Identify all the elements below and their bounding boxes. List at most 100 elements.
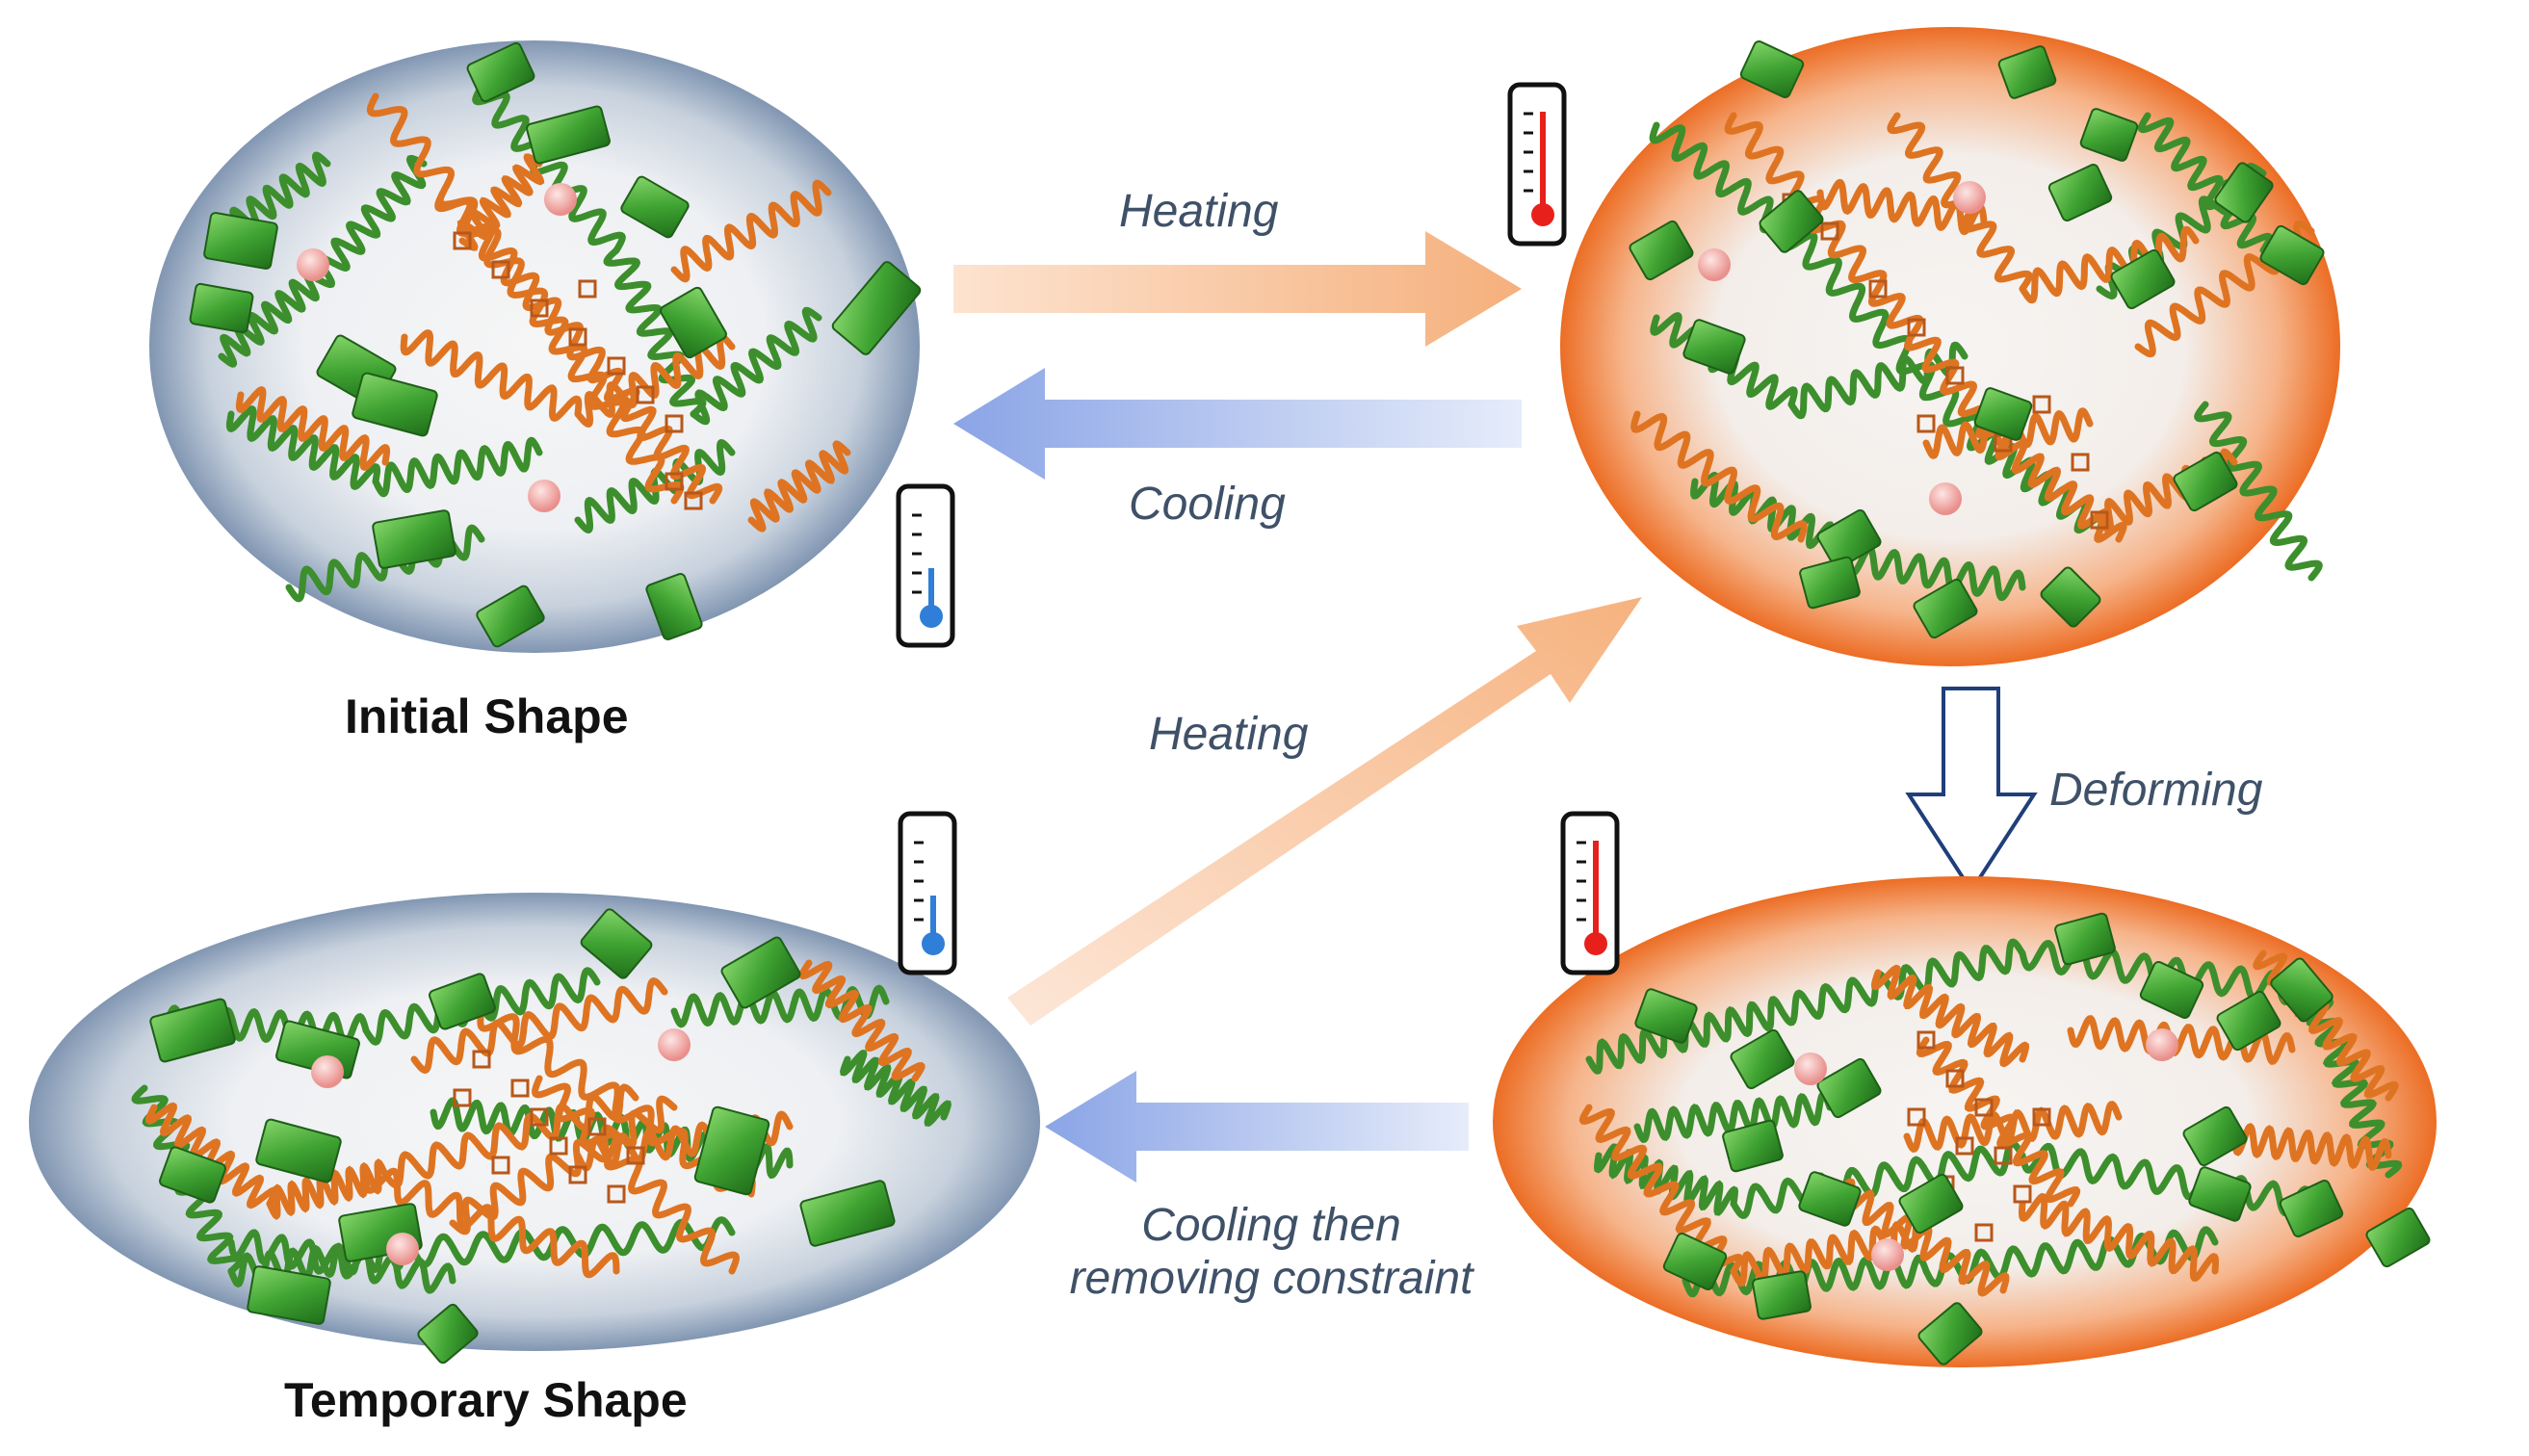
crystal-block [2214, 162, 2274, 223]
soft-segment [2297, 988, 2403, 1179]
hard-segment [587, 362, 723, 505]
crosslink-node [684, 491, 703, 510]
crosslink-node [510, 1079, 530, 1098]
crosslink-node [1907, 1107, 1926, 1127]
crystal-block [352, 372, 438, 437]
crosslink-node [607, 1184, 626, 1204]
crosslink-node [530, 299, 549, 318]
temporary-shape-caption: Temporary Shape [284, 1373, 688, 1427]
crosslink-node [578, 279, 597, 299]
soft-segment [1730, 1139, 2026, 1220]
particle [544, 183, 577, 216]
hard-segment [532, 1075, 740, 1275]
hard-segment [1870, 964, 2030, 1068]
crosslink-node [1955, 1136, 1974, 1156]
crystal-block [580, 908, 653, 979]
particle [1953, 181, 1986, 214]
hard-segment [1578, 1104, 1744, 1275]
crosslink-node [665, 472, 684, 491]
crosslink-node [1994, 1146, 2013, 1165]
crystal-block [1816, 1057, 1882, 1119]
soft-segment [1845, 544, 2026, 602]
cooling-arrow-top [953, 368, 1522, 480]
crystal-block [1913, 578, 1978, 639]
crystal-block [799, 1180, 896, 1247]
crystal-block [620, 175, 690, 239]
crosslink-node [530, 1107, 549, 1127]
crystal-block [2365, 1207, 2431, 1268]
crosslink-node [472, 1050, 491, 1069]
crosslink-node [549, 1136, 568, 1156]
crystal-block [2054, 912, 2116, 966]
crystal-block [372, 509, 456, 569]
soft-segment [2137, 112, 2274, 254]
soft-segment [690, 306, 822, 426]
crystal-block [149, 998, 236, 1063]
crosslink-node [1945, 366, 1965, 385]
particle [297, 248, 329, 281]
crosslink-node [1974, 1098, 1994, 1117]
cooling-then-line-1: Cooling then [1141, 1200, 1401, 1251]
crystal-block [831, 261, 922, 355]
soft-segment [1633, 1091, 1834, 1143]
crystal-block [255, 1118, 342, 1183]
crosslink-node [626, 1146, 645, 1165]
particle [1929, 482, 1962, 515]
crystal-block [247, 1265, 331, 1325]
crystal-block [476, 585, 545, 648]
thermometer-hot-icon [1560, 811, 1620, 975]
cooling-then-label: Cooling then removing constraint [1021, 1199, 1522, 1305]
heating-label-top: Heating [1119, 186, 1279, 237]
hard-segment [456, 153, 545, 251]
crystal-block [189, 282, 254, 334]
crosslink-node [1820, 221, 1839, 241]
hard-segment [1823, 1178, 2010, 1297]
soft-segment [1802, 247, 1983, 437]
crosslink-node [1945, 1069, 1965, 1088]
crystal-block [1752, 1270, 1812, 1320]
soft-segment [225, 405, 381, 490]
particle [1871, 1238, 1904, 1271]
crystal-block [1629, 220, 1694, 281]
crosslink-node [453, 1088, 472, 1107]
soft-segment [1593, 1143, 1739, 1216]
cooling-label-top: Cooling [1129, 479, 1286, 530]
deform-arrow-icon [1905, 687, 2038, 895]
hard-segment [400, 329, 583, 422]
crystal-block [417, 1303, 479, 1365]
hard-segment [381, 1083, 639, 1189]
crosslink-node [2071, 453, 2090, 472]
crystal-block [2216, 990, 2281, 1052]
soft-segment [227, 1229, 456, 1294]
crystal-block [1722, 1119, 1784, 1173]
soft-segment [2019, 1142, 2315, 1217]
crosslink-node [2090, 510, 2109, 530]
crosslink-node [491, 260, 510, 279]
crystal-block [2270, 957, 2333, 1023]
soft-segment [472, 83, 626, 254]
crosslink-node [1974, 1223, 1994, 1242]
crystal-block [2279, 1179, 2344, 1238]
crystal-block [1682, 319, 1746, 375]
soft-segment [410, 1216, 736, 1268]
thermometer-cold-icon [898, 811, 957, 975]
hard-segment [266, 1158, 389, 1220]
soft-segment [603, 247, 707, 418]
hard-segment [410, 976, 668, 1075]
crystal-block [2110, 248, 2176, 310]
crystal-block [1816, 508, 1882, 570]
thermometer-cold-icon [896, 483, 955, 648]
hard-segment [2019, 225, 2200, 304]
particle [658, 1028, 691, 1061]
soft-segment [314, 154, 428, 289]
crosslink-node [636, 385, 655, 404]
crystal-block [2173, 451, 2238, 512]
heating-label-diagonal: Heating [1149, 709, 1309, 760]
cooling-arrow-bottom [1045, 1071, 1469, 1183]
hard-segment [2067, 1015, 2296, 1065]
crystal-block [2259, 224, 2325, 286]
crystal-block [1739, 39, 1805, 99]
crosslink-node [1907, 318, 1926, 337]
hard-segment [1730, 1216, 1930, 1287]
